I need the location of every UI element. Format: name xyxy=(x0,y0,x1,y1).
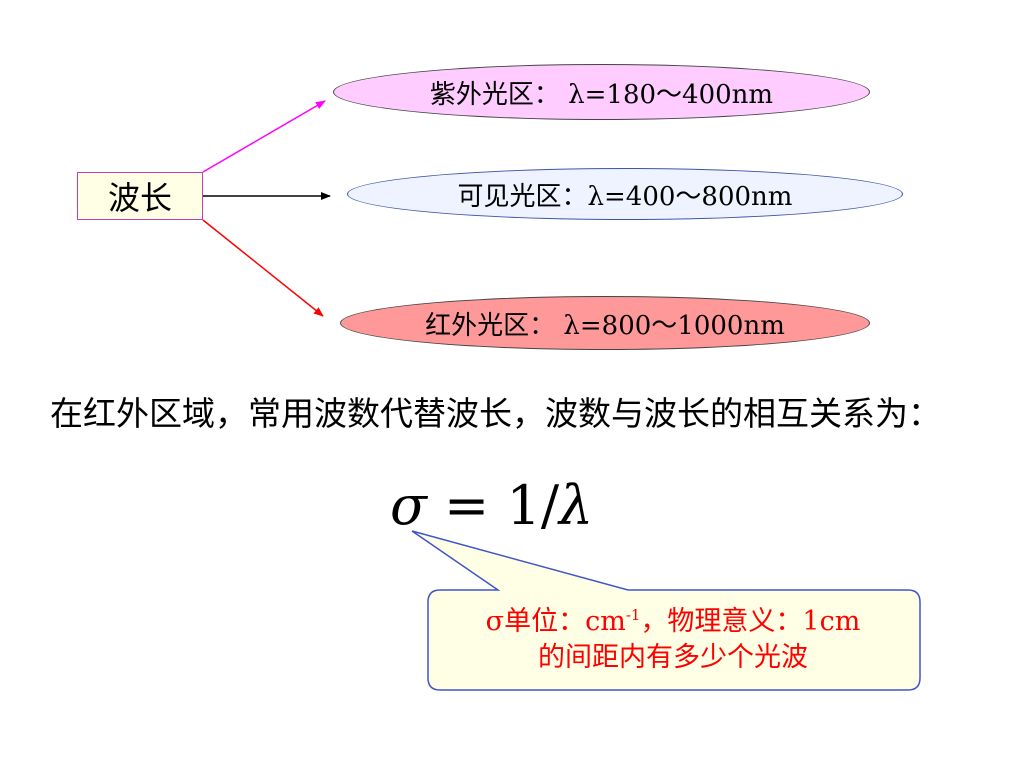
infrared-region-ellipse: 红外光区： λ=800～1000nm xyxy=(340,296,870,350)
visible-region-label: 可见光区：λ=400～800nm xyxy=(457,181,793,212)
callout-meaning: ，物理意义：1cm xyxy=(640,606,861,637)
callout-text: σ单位：cm-1，物理意义：1cm 的间距内有多少个光波 xyxy=(430,604,916,677)
callout-line-2: 的间距内有多少个光波 xyxy=(538,642,808,674)
formula-one: 1 xyxy=(506,474,541,537)
uv-region-label: 紫外光区： λ=180～400nm xyxy=(429,79,774,110)
formula-slash: / xyxy=(540,474,560,537)
wavelength-root-box: 波长 xyxy=(77,172,203,220)
callout-unit-exponent: -1 xyxy=(625,606,641,624)
callout-line-1: σ单位：cm-1，物理意义：1cm xyxy=(430,604,916,640)
wavenumber-paragraph: 在红外区域，常用波数代替波长，波数与波长的相互关系为： xyxy=(50,394,941,433)
infrared-region-label: 红外光区： λ=800～1000nm xyxy=(425,310,785,341)
wavelength-root-label: 波长 xyxy=(107,179,172,217)
callout-bubble xyxy=(411,530,921,691)
formula-sigma: σ xyxy=(390,474,427,537)
arrow-to-uv xyxy=(202,100,326,173)
formula-equals: = xyxy=(426,474,507,537)
formula-lambda: λ xyxy=(559,474,594,537)
arrow-to-infrared xyxy=(202,219,324,317)
visible-region-ellipse: 可见光区：λ=400～800nm xyxy=(347,168,903,220)
wavenumber-formula: σ = 1/λ xyxy=(390,474,593,537)
callout-unit-prefix: σ单位：cm xyxy=(485,606,626,637)
uv-region-ellipse: 紫外光区： λ=180～400nm xyxy=(333,64,870,120)
